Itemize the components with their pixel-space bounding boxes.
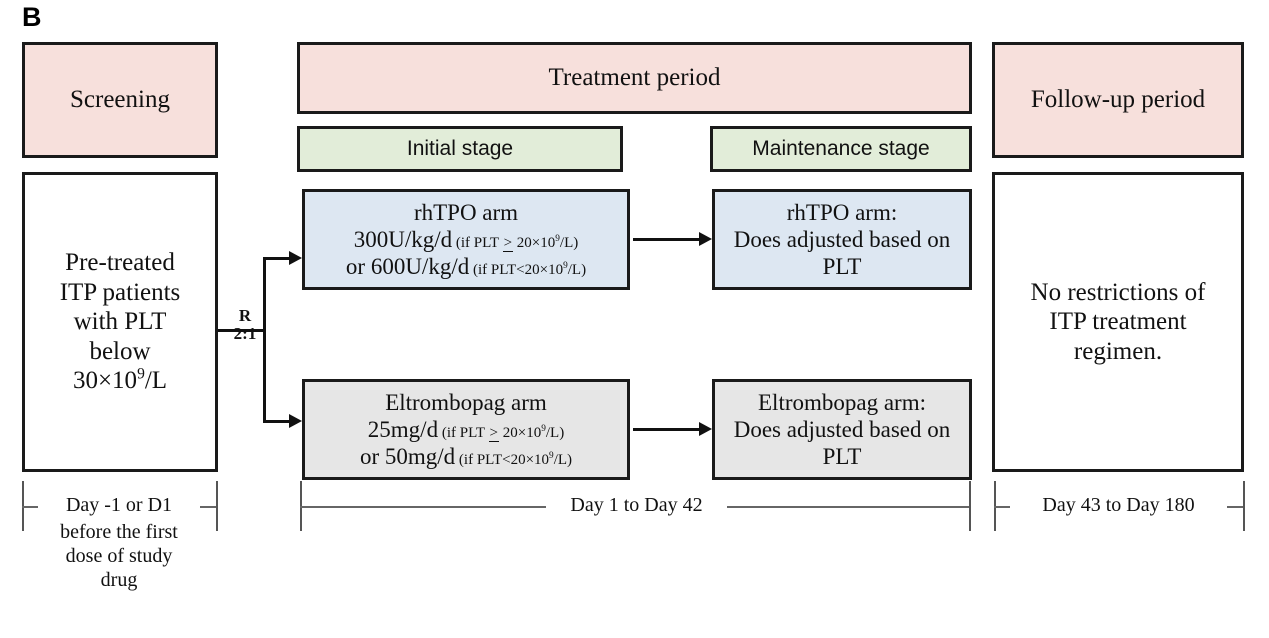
timeline-tick-treatment-end (969, 481, 971, 531)
timeline-label-followup: Day 43 to Day 180 (1042, 494, 1195, 516)
rhtpo-condition-2: (if PLT<20×109/L) (469, 261, 587, 279)
eltrombopag-arm-title: Eltrombopag arm (385, 389, 547, 415)
population-box: Pre-treated ITP patients with PLT below … (22, 172, 218, 472)
eltrombopag-condition-2: (if PLT<20×109/L) (455, 451, 573, 469)
branch-to-rhtpo (263, 257, 289, 260)
timeline-label-screening: Day -1 or D1 (65, 494, 173, 516)
rhtpo-maintenance-line-2: Does adjusted based on (733, 226, 951, 252)
followup-body-box: No restrictions of ITP treatment regimen… (992, 172, 1244, 472)
randomization-split (263, 257, 266, 423)
eltrombopag-maintenance-box: Eltrombopag arm: Does adjusted based on … (712, 379, 972, 480)
rhtpo-arm-box: rhTPO arm 300U/kg/d (if PLT > 20×109/L) … (302, 189, 630, 290)
rhtpo-arm-title: rhTPO arm (413, 199, 519, 225)
population-plt-exponent: 9 (137, 365, 145, 383)
rhtpo-stage-arrow (633, 238, 699, 241)
rhtpo-maintenance-text: rhTPO arm: Does adjusted based on PLT (715, 199, 969, 280)
eltrombopag-cond1-sup: 9 (541, 423, 546, 434)
eltrombopag-dose-2: or 50mg/d (359, 444, 456, 470)
rhtpo-dose-1: 300U/kg/d (353, 226, 453, 252)
timeline-dash-screening-left (22, 506, 38, 508)
eltrombopag-cond2-pre: (if PLT<20×10 (458, 452, 550, 469)
eltrombopag-condition-1: (if PLT > 20×109/L) (438, 423, 565, 442)
greater-equal-icon: > (488, 424, 500, 442)
screening-header-label: Screening (70, 86, 170, 114)
treatment-period-header-box: Treatment period (297, 42, 972, 114)
eltrombopag-arm-box: Eltrombopag arm 25mg/d (if PLT > 20×109/… (302, 379, 630, 480)
rhtpo-maintenance-box: rhTPO arm: Does adjusted based on PLT (712, 189, 972, 290)
randomization-stem (218, 329, 266, 332)
randomization-letter: R (238, 306, 252, 325)
eltrombopag-maintenance-text: Eltrombopag arm: Does adjusted based on … (715, 389, 969, 470)
followup-line-2: ITP treatment (1049, 308, 1187, 336)
rhtpo-cond1-sup: 9 (555, 233, 560, 244)
timeline-subtext-screening: before the first dose of study drug (22, 520, 216, 592)
eltrombopag-dose-line-2: or 50mg/d (if PLT<20×109/L) (311, 443, 621, 470)
timeline-screening-sub-3: drug (100, 569, 138, 591)
rhtpo-condition-1: (if PLT > 20×109/L) (452, 233, 579, 252)
followup-line-3: regimen. (1073, 337, 1163, 365)
followup-line-1: No restrictions of (1030, 278, 1206, 306)
eltrombopag-cond1-tail: /L) (545, 424, 565, 441)
rhtpo-cond1-post: 20×10 (513, 234, 556, 251)
population-line-4: below (89, 337, 151, 365)
eltrombopag-dose-1: 25mg/d (367, 416, 439, 442)
eltrombopag-cond1-post: 20×10 (498, 424, 542, 441)
timeline-dash-screening-right (200, 506, 216, 508)
followup-header-box: Follow-up period (992, 42, 1244, 158)
population-plt-value: 30×10 (72, 367, 138, 395)
randomization-label: R 2:1 (222, 306, 268, 344)
panel-letter: B (22, 2, 42, 32)
eltrombopag-cond2-sup: 9 (549, 451, 554, 462)
treatment-period-label: Treatment period (548, 64, 721, 92)
rhtpo-cond2-pre: (if PLT<20×10 (472, 262, 564, 279)
timeline-tick-followup-end (1243, 481, 1245, 531)
maintenance-stage-box: Maintenance stage (710, 126, 972, 172)
screening-header-box: Screening (22, 42, 218, 158)
greater-equal-icon: > (502, 234, 514, 252)
timeline-dash-followup-right (1227, 506, 1243, 508)
branch-to-eltrombopag-arrowhead (289, 414, 302, 428)
rhtpo-dose-line-1: 300U/kg/d (if PLT > 20×109/L) (311, 226, 621, 253)
maintenance-stage-label: Maintenance stage (752, 136, 930, 160)
timeline-label-treatment: Day 1 to Day 42 (570, 494, 703, 516)
rhtpo-stage-arrowhead (699, 232, 712, 246)
timeline-tick-screening-end (216, 481, 218, 531)
population-text: Pre-treated ITP patients with PLT below … (25, 248, 215, 396)
timeline-rule-treatment-right (727, 506, 969, 508)
eltrombopag-dose-line-1: 25mg/d (if PLT > 20×109/L) (311, 416, 621, 443)
population-line-1: Pre-treated (65, 249, 175, 277)
rhtpo-cond1-pre: (if PLT (455, 234, 503, 251)
followup-text: No restrictions of ITP treatment regimen… (995, 278, 1241, 367)
randomization-ratio: 2:1 (233, 324, 257, 344)
eltrombopag-stage-arrow (633, 428, 699, 431)
rhtpo-cond1-tail: /L) (559, 234, 579, 251)
rhtpo-cond2-tail: /L) (567, 262, 587, 279)
eltrombopag-maintenance-line-2: Does adjusted based on (733, 416, 951, 442)
eltrombopag-cond1-pre: (if PLT (441, 424, 489, 441)
timeline-rule-treatment-left (300, 506, 546, 508)
branch-to-eltrombopag (263, 420, 289, 423)
rhtpo-arm-text: rhTPO arm 300U/kg/d (if PLT > 20×109/L) … (305, 199, 627, 280)
eltrombopag-arm-text: Eltrombopag arm 25mg/d (if PLT > 20×109/… (305, 389, 627, 470)
rhtpo-maintenance-line-1: rhTPO arm: (786, 199, 898, 225)
followup-header-label: Follow-up period (1030, 86, 1206, 114)
rhtpo-maintenance-line-3: PLT (822, 254, 862, 280)
population-line-2: ITP patients (59, 278, 181, 306)
eltrombopag-cond2-tail: /L) (553, 452, 573, 469)
timeline-screening-sub-1: before the first (60, 521, 178, 543)
rhtpo-cond2-sup: 9 (563, 261, 568, 272)
eltrombopag-maintenance-line-1: Eltrombopag arm: (758, 389, 926, 415)
rhtpo-dose-line-2: or 600U/kg/d (if PLT<20×109/L) (311, 253, 621, 280)
population-line-3: with PLT (73, 308, 167, 336)
eltrombopag-maintenance-line-3: PLT (822, 444, 862, 470)
population-line-5: 30×109/L (31, 366, 209, 396)
rhtpo-dose-2: or 600U/kg/d (345, 254, 470, 280)
branch-to-rhtpo-arrowhead (289, 251, 302, 265)
population-plt-unit: /L (144, 367, 168, 395)
timeline-dash-followup-left (994, 506, 1010, 508)
eltrombopag-stage-arrowhead (699, 422, 712, 436)
initial-stage-box: Initial stage (297, 126, 623, 172)
timeline-screening-sub-2: dose of study (65, 545, 173, 567)
initial-stage-label: Initial stage (406, 136, 514, 160)
